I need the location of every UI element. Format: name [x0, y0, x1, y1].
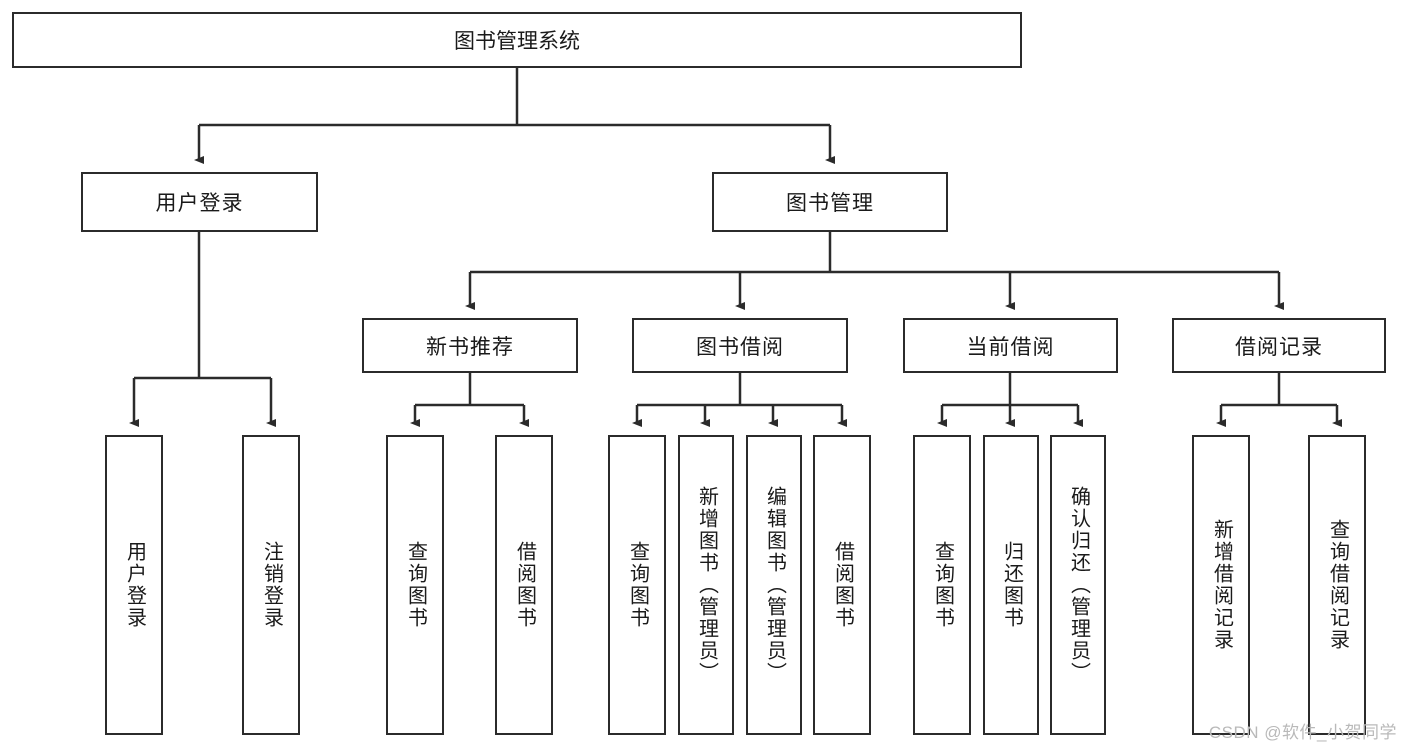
leaf-recommend-borrow-book[interactable]: 借阅图书	[495, 435, 553, 735]
node-current-borrow[interactable]: 当前借阅	[903, 318, 1118, 373]
leaf-current-confirm-return-admin[interactable]: 确认归还（管理员）	[1050, 435, 1106, 735]
node-label: 新书推荐	[426, 335, 514, 359]
node-label: 图书借阅	[696, 335, 784, 359]
leaf-borrow-query-book[interactable]: 查询图书	[608, 435, 666, 735]
node-borrow-record[interactable]: 借阅记录	[1172, 318, 1386, 373]
node-user-login[interactable]: 用户登录	[81, 172, 318, 232]
node-label: 编辑图书（管理员）	[763, 486, 786, 684]
leaf-recommend-query-book[interactable]: 查询图书	[386, 435, 444, 735]
leaf-user-login-signin[interactable]: 用户登录	[105, 435, 163, 735]
leaf-borrow-add-book-admin[interactable]: 新增图书（管理员）	[678, 435, 734, 735]
watermark-text: CSDN @软件_小贺同学	[1208, 723, 1397, 742]
node-label: 查询图书	[931, 541, 954, 629]
node-label: 归还图书	[1000, 541, 1023, 629]
node-book-borrow[interactable]: 图书借阅	[632, 318, 848, 373]
node-label: 用户登录	[155, 192, 244, 215]
node-label: 当前借阅	[966, 335, 1055, 359]
node-label: 图书管理	[786, 192, 874, 215]
node-label: 图书管理系统	[454, 30, 580, 53]
leaf-current-return-book[interactable]: 归还图书	[983, 435, 1039, 735]
node-label: 借阅图书	[513, 541, 536, 629]
leaf-borrow-edit-book-admin[interactable]: 编辑图书（管理员）	[746, 435, 802, 735]
leaf-user-login-signout[interactable]: 注销登录	[242, 435, 300, 735]
node-label: 借阅图书	[831, 541, 854, 629]
node-label: 查询借阅记录	[1326, 519, 1349, 651]
leaf-borrow-borrow-book[interactable]: 借阅图书	[813, 435, 871, 735]
node-label: 新增借阅记录	[1210, 519, 1233, 651]
node-root-system[interactable]: 图书管理系统	[12, 12, 1022, 68]
leaf-current-query-book[interactable]: 查询图书	[913, 435, 971, 735]
leaf-record-add-record[interactable]: 新增借阅记录	[1192, 435, 1250, 735]
node-label: 注销登录	[260, 541, 283, 629]
node-label: 借阅记录	[1235, 335, 1323, 359]
node-label: 确认归还（管理员）	[1067, 486, 1090, 684]
node-label: 新增图书（管理员）	[695, 486, 718, 684]
node-book-management[interactable]: 图书管理	[712, 172, 948, 232]
node-label: 查询图书	[626, 541, 649, 629]
node-new-book-recommend[interactable]: 新书推荐	[362, 318, 578, 373]
leaf-record-query-record[interactable]: 查询借阅记录	[1308, 435, 1366, 735]
node-label: 查询图书	[404, 541, 427, 629]
node-label: 用户登录	[123, 541, 146, 629]
